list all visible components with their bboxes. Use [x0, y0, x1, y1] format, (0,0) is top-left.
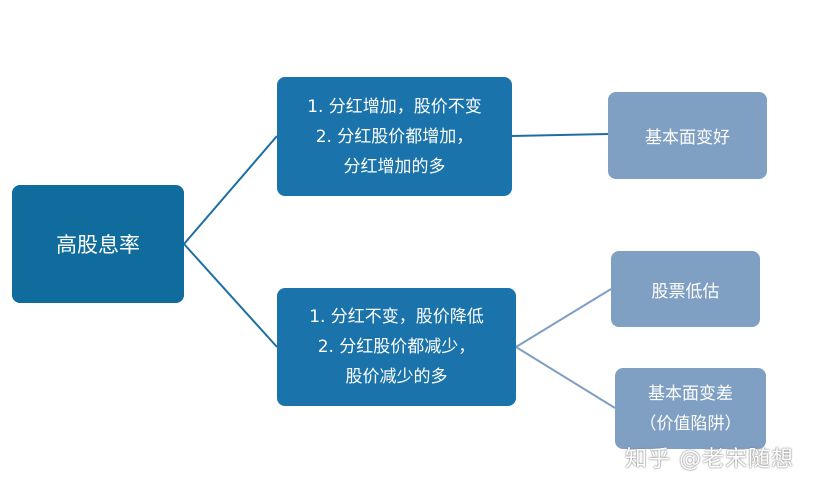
branch-1-line-2: 2. 分红股价都增加，: [315, 126, 474, 147]
branch-1-line-3: 分红增加的多: [343, 156, 446, 177]
connector-branch-2-to-leaf-3: [515, 346, 616, 409]
leaf-3-line-1: 基本面变差: [648, 383, 733, 404]
branch-2-line-3: 股价减少的多: [345, 367, 448, 387]
branch-2-line-2: 2. 分红股价都减少，: [317, 337, 476, 357]
root-label: 高股息率: [56, 233, 140, 257]
branch-node-1: 1. 分红增加，股价不变 2. 分红股价都增加， 分红增加的多: [277, 77, 512, 196]
leaf-3-line-2: （价值陷阱）: [639, 413, 742, 434]
leaf-2-label: 股票低估: [651, 281, 720, 302]
connector-branch-1-to-leaf-1: [511, 133, 609, 137]
leaf-1-label: 基本面变好: [645, 128, 730, 148]
connector-root-to-branch-1: [183, 135, 278, 245]
connector-branch-2-to-leaf-2: [515, 288, 612, 348]
connector-root-to-branch-2: [183, 243, 278, 348]
root-node: 高股息率: [12, 185, 184, 303]
branch-node-2: 1. 分红不变，股价降低 2. 分红股价都减少， 股价减少的多: [277, 288, 516, 406]
branch-1-line-1: 1. 分红增加，股价不变: [307, 96, 482, 117]
leaf-node-1: 基本面变好: [608, 92, 767, 179]
branch-2-line-1: 1. 分红不变，股价降低: [309, 307, 484, 327]
watermark: 知乎 @老宋随想: [625, 447, 794, 472]
leaf-node-2: 股票低估: [611, 251, 760, 327]
leaf-node-3: 基本面变差 （价值陷阱）: [615, 368, 766, 449]
